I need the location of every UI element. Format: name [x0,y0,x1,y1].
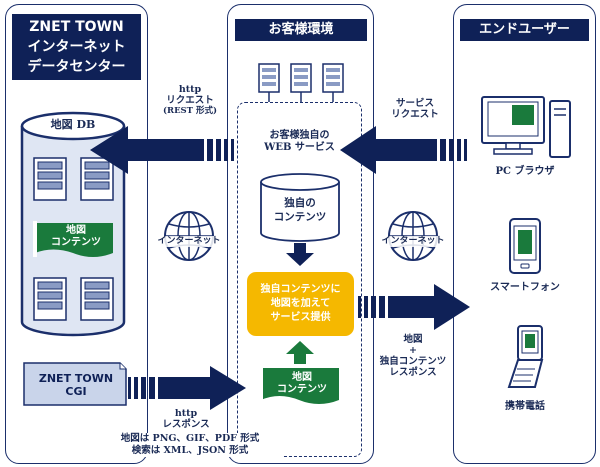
label-line: CGI [65,385,87,398]
label-line: 地図 [66,225,86,236]
label-line: 地図は PNG、GIF、PDF 形式 [120,433,260,444]
http-request-label: http リクエスト (REST 形式) [150,84,230,117]
label-line: コンテンツ [277,384,327,395]
arrow-down-icon [286,243,314,266]
http-response-arrow [128,366,246,410]
response-label: 地図 + 独自コンテンツ レスポンス [372,334,454,378]
smartphone-icon [509,218,541,274]
middle-column-title: お客様環境 [235,19,367,41]
label-line: リクエスト [391,109,439,120]
label-line: 検索は XML、JSON 形式 [131,445,249,456]
format-note: 地図は PNG、GIF、PDF 形式 検索は XML、JSON 形式 [98,433,282,457]
service-request-label: サービス リクエスト [375,98,455,120]
label-line: コンテンツ [273,211,327,223]
http-request-arrow [90,126,234,174]
label-line: 独自コンテンツに [260,284,341,295]
title-line: インターネット [27,39,126,55]
map-content-left: 地図 コンテンツ [37,225,115,249]
pc-browser-icon [481,96,571,158]
mobile-phone-label: 携帯電話 [505,401,545,412]
internet-label-left: インターネット [152,236,226,247]
label-line: お客様独自の [269,130,330,141]
combine-service-box: 独自コンテンツに 地図を加えて サービス提供 [247,272,354,336]
mobile-phone-icon [507,325,544,388]
label-line: レスポンス [162,419,210,430]
label-line: リクエスト [166,95,214,106]
map-content-middle: 地図 コンテンツ [263,372,341,396]
label-line: コンテンツ [51,237,101,248]
left-column-title: ZNET TOWN インターネット データセンター [12,14,141,80]
arrow-up-icon [286,341,314,364]
web-service-boundary [237,102,362,457]
map-db-label: 地図 DB [50,118,96,131]
web-server-icons [258,63,344,102]
label-line: http [178,84,202,95]
title-line: データセンター [27,59,126,75]
pc-browser-label: PC ブラウザ [495,166,555,177]
own-content-label: 独自の コンテンツ [259,196,341,224]
web-service-label: お客様独自の WEB サービス [239,130,360,154]
server-icon [80,277,114,321]
label-line: 地図を加えて [270,298,331,309]
label-line: WEB サービス [264,142,335,153]
label-line: 地図 [403,334,423,345]
response-arrow [358,284,470,330]
label-line: 地図 [292,372,312,383]
label-line: サービス [395,98,434,109]
cgi-box [23,362,127,406]
label-line: 独自の [284,197,316,209]
label-line: サービス提供 [270,312,331,323]
http-response-label: http レスポンス [146,408,226,430]
service-request-arrow [340,126,467,174]
own-content-cylinder [260,173,340,242]
smartphone-label: スマートフォン [490,282,560,293]
label-line: + [409,345,417,356]
server-icon [33,277,67,321]
label-line: ZNET TOWN [38,372,114,385]
label-line: (REST 形式) [162,106,217,116]
title-line: ZNET TOWN [29,19,124,35]
cgi-label: ZNET TOWN CGI [24,372,128,398]
right-column-title: エンドユーザー [460,19,589,41]
server-icon [33,157,67,201]
map-content-middle-shape [259,366,339,404]
internet-label-right: インターネット [376,236,450,247]
label-line: 独自コンテンツ [379,356,447,367]
map-content-left-shape [33,221,113,257]
label-line: http [174,408,198,419]
label-line: レスポンス [389,367,437,378]
server-icon [80,157,114,201]
